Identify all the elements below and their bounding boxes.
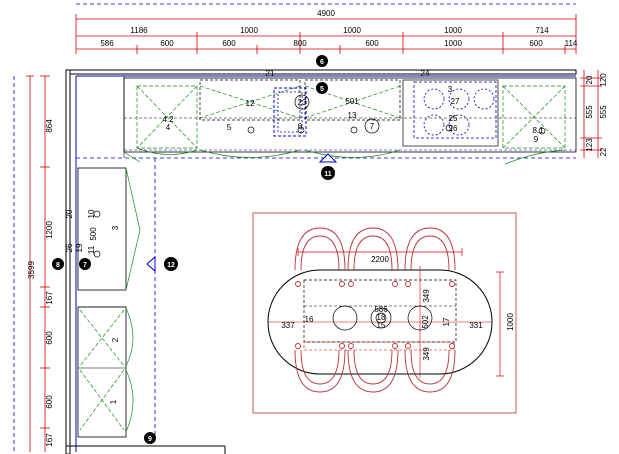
label-4: 4	[166, 123, 171, 132]
label-8-1: 8.1	[532, 126, 544, 135]
label-19: 19	[75, 243, 84, 252]
table-label-17: 17	[442, 317, 451, 326]
top-dim-714: 714	[535, 26, 549, 35]
label-20: 20	[65, 209, 74, 218]
label-11: 11	[87, 245, 96, 254]
marker-6: 6	[320, 59, 324, 66]
top-dim-600-c: 600	[365, 39, 379, 48]
left-dimension-lines	[13, 75, 50, 452]
table-dim-right: 331	[469, 321, 483, 330]
top-dim-586: 586	[100, 39, 114, 48]
top-dim-600-a: 600	[160, 39, 174, 48]
table-label-16: 16	[305, 315, 314, 324]
left-dim-600-a: 600	[45, 331, 54, 345]
marker-11: 11	[324, 171, 332, 178]
top-cabinet-run	[123, 77, 577, 165]
room-walls	[65, 69, 577, 454]
label-12: 12	[246, 99, 255, 108]
dining-area	[252, 212, 517, 414]
table-dim-top: 349	[422, 289, 431, 303]
right-dim-123: 123	[585, 138, 594, 152]
top-dim-total: 4900	[317, 9, 335, 18]
label-501: 501	[345, 97, 359, 106]
table-label-586: 586	[374, 305, 388, 314]
label-9: 9	[534, 135, 539, 144]
label-25: 25	[449, 114, 458, 123]
table-dim-left: 337	[281, 321, 295, 330]
label-23: 23	[298, 98, 307, 107]
label-3: 3	[448, 85, 453, 94]
top-dim-1000-a: 1000	[240, 26, 258, 35]
label-6: 6	[298, 122, 303, 131]
label-21: 21	[266, 69, 275, 78]
label-4-2: 4.2	[162, 115, 174, 124]
right-dimension-lines	[580, 70, 602, 158]
table-label-15: 15	[377, 321, 386, 330]
label-1: 1	[109, 399, 118, 404]
left-dim-167-a: 167	[45, 291, 54, 305]
right-dim-20: 20	[585, 75, 594, 84]
table-dim-width: 1000	[506, 313, 515, 331]
right-dim-120: 120	[599, 73, 608, 87]
top-dim-1186: 1186	[130, 26, 148, 35]
label-27: 27	[451, 97, 460, 106]
top-dim-800: 800	[293, 39, 307, 48]
view-markers	[52, 55, 338, 444]
right-dim-555-b: 555	[599, 105, 608, 119]
left-dim-864: 864	[45, 119, 54, 133]
top-dim-1000-b: 1000	[343, 26, 361, 35]
left-dim-167-b: 167	[45, 433, 54, 447]
top-dimension-lines	[75, 3, 577, 54]
left-cabinet-run	[77, 167, 141, 438]
left-dim-600-b: 600	[45, 395, 54, 409]
marker-5: 5	[320, 86, 324, 93]
table-dim-length: 2200	[371, 255, 389, 264]
marker-8: 8	[56, 262, 60, 269]
label-26: 26	[449, 124, 458, 133]
right-dim-22: 22	[599, 147, 608, 156]
top-dim-600-d: 600	[529, 39, 543, 48]
left-dim-total: 3599	[27, 261, 36, 279]
top-dim-114: 114	[565, 39, 578, 48]
label-2: 2	[111, 337, 120, 342]
table-dim-bottom: 349	[422, 347, 431, 361]
right-dim-555-a: 555	[585, 105, 594, 119]
label-24: 24	[421, 69, 430, 78]
top-dim-600-b: 600	[222, 39, 236, 48]
left-dim-1200: 1200	[45, 221, 54, 239]
marker-12: 12	[167, 262, 175, 269]
marker-7: 7	[83, 262, 87, 269]
top-dim-1000-d: 1000	[444, 39, 462, 48]
label-500: 500	[89, 227, 98, 241]
label-5: 5	[227, 123, 232, 132]
dining-chairs	[294, 227, 456, 393]
marker-9: 9	[148, 436, 152, 443]
label-26-left: 26	[65, 243, 74, 252]
label-3-left: 3	[111, 225, 120, 230]
table-label-18: 18	[377, 313, 386, 322]
top-dim-1000-c: 1000	[444, 26, 462, 35]
label-7: 7	[370, 122, 375, 131]
label-13: 13	[348, 111, 357, 120]
table-label-502: 502	[421, 315, 430, 329]
label-10: 10	[87, 209, 96, 218]
